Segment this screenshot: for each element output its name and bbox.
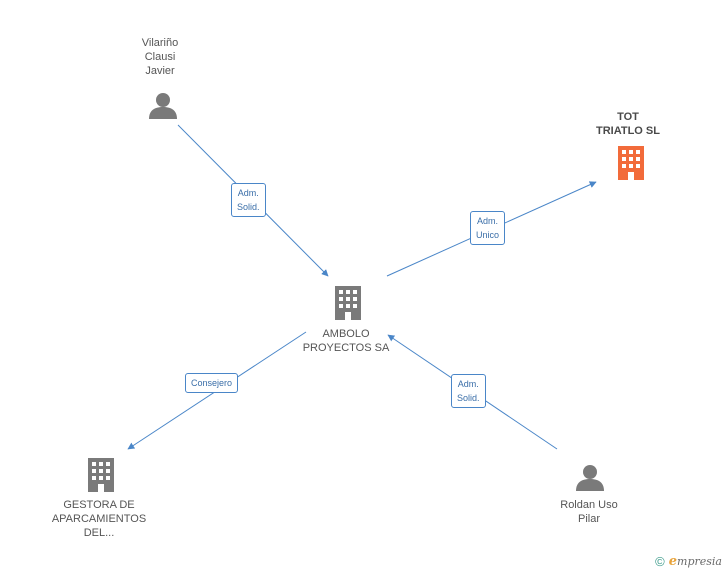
node-label-ambolo[interactable]: AMBOLO PROYECTOS SA — [302, 328, 390, 354]
person-icon[interactable] — [148, 91, 178, 119]
building-icon[interactable] — [333, 286, 363, 320]
building-icon-highlight[interactable] — [616, 146, 646, 180]
node-label-tot[interactable]: TOT TRIATLO SL — [596, 111, 660, 137]
edge-label-vilarino-ambolo[interactable]: Adm. Solid. — [231, 183, 266, 217]
edge-label-ambolo-tot[interactable]: Adm. Unico — [470, 211, 506, 245]
copyright-icon: © — [655, 554, 665, 569]
node-label-vilarino[interactable]: Vilariño Clausi Javier — [141, 37, 179, 77]
node-label-roldan[interactable]: Roldan Uso Pilar — [560, 499, 618, 525]
edge-label-ambolo-gestora[interactable]: Consejero — [185, 373, 239, 393]
brand-logo[interactable]: empresia — [668, 554, 722, 569]
node-label-gestora[interactable]: GESTORA DE APARCAMIENTOS DEL... — [51, 499, 147, 539]
person-icon[interactable] — [575, 463, 605, 491]
footer-brand: © empresia — [655, 554, 722, 569]
edge-label-roldan-ambolo[interactable]: Adm. Solid. — [451, 374, 486, 408]
building-icon[interactable] — [86, 458, 116, 492]
